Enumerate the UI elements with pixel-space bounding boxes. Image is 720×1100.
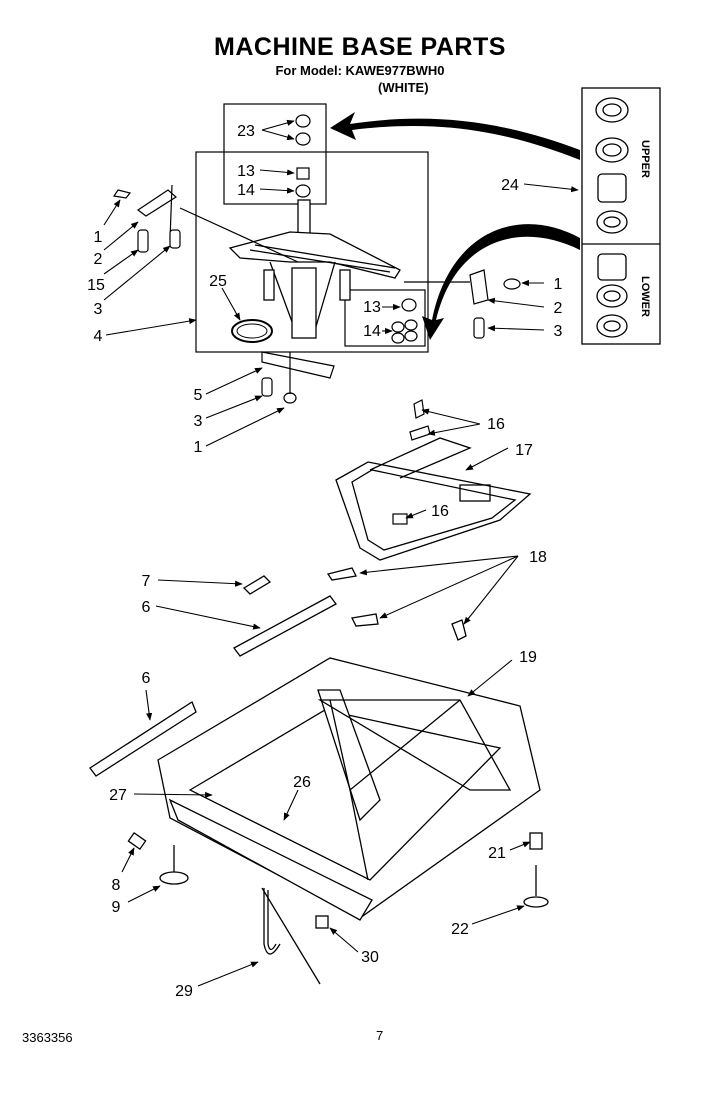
color-variant: (WHITE) [378, 80, 429, 95]
callout-3-lower: 3 [194, 413, 203, 430]
callout-7: 7 [142, 573, 151, 590]
left-shift-bracket [112, 184, 299, 263]
leader-lines [103, 119, 579, 987]
callout-17: 17 [515, 442, 533, 459]
callout-16: 16 [487, 416, 505, 433]
clutch-bushings [295, 114, 311, 198]
callout-5: 5 [194, 387, 203, 404]
callout-numbers: 23 13 14 1 2 15 3 4 25 13 14 24 1 2 3 5 … [87, 123, 562, 1000]
callout-1: 1 [94, 229, 103, 246]
callout-1-lower: 1 [194, 439, 203, 456]
callout-24: 24 [501, 177, 519, 194]
callout-22: 22 [451, 921, 469, 938]
callout-6-upper: 6 [142, 599, 151, 616]
callout-9: 9 [112, 899, 121, 916]
hose-clip-and-spring [261, 887, 329, 985]
callout-2-right: 2 [554, 300, 563, 317]
bearing-pointer-arrow-upper [330, 112, 580, 160]
label-upper: UPPER [639, 140, 651, 178]
agitator-shaft-assembly [228, 199, 401, 339]
callout-18: 18 [529, 549, 547, 566]
model-number: For Model: KAWE977BWH0 [275, 63, 445, 78]
label-lower: LOWER [639, 276, 651, 317]
callout-2: 2 [94, 251, 103, 268]
bearing-kit-box [581, 87, 661, 345]
bearing-kit-parts [595, 97, 629, 338]
bushings-13-14-lower [391, 298, 418, 344]
page-number: 7 [376, 1028, 384, 1043]
callout-19: 19 [519, 649, 537, 666]
callout-14: 14 [237, 182, 255, 199]
leveling-legs [127, 831, 549, 908]
callout-3-right: 3 [554, 323, 563, 340]
callout-27: 27 [109, 787, 127, 804]
machine-base-frame-19 [157, 657, 541, 921]
transmission-box-outline [195, 103, 429, 353]
callout-15: 15 [87, 277, 105, 294]
callout-6-lower: 6 [142, 670, 151, 687]
document-number: 3363356 [22, 1030, 73, 1045]
cabinet-base-parts [89, 567, 467, 777]
mounting-tray-17 [335, 437, 532, 561]
callout-30: 30 [361, 949, 379, 966]
page-title: MACHINE BASE PARTS [214, 33, 506, 61]
callout-16-inner: 16 [431, 503, 449, 520]
callout-29: 29 [175, 983, 193, 1000]
callout-3: 3 [94, 301, 103, 318]
right-shift-bracket [404, 269, 521, 339]
callout-4: 4 [94, 328, 103, 345]
bearing-pointer-arrow-lower [422, 224, 580, 340]
callout-8: 8 [112, 877, 121, 894]
callout-1-right: 1 [554, 276, 563, 293]
callout-26: 26 [293, 774, 311, 791]
lower-shift-parts [261, 351, 335, 404]
callout-13: 13 [237, 163, 255, 180]
callout-21: 21 [488, 845, 506, 862]
callout-23: 23 [237, 123, 255, 140]
callout-13-lower: 13 [363, 299, 381, 316]
drive-belt-25 [231, 319, 273, 343]
callout-25: 25 [209, 273, 227, 290]
callout-14-lower: 14 [363, 323, 381, 340]
